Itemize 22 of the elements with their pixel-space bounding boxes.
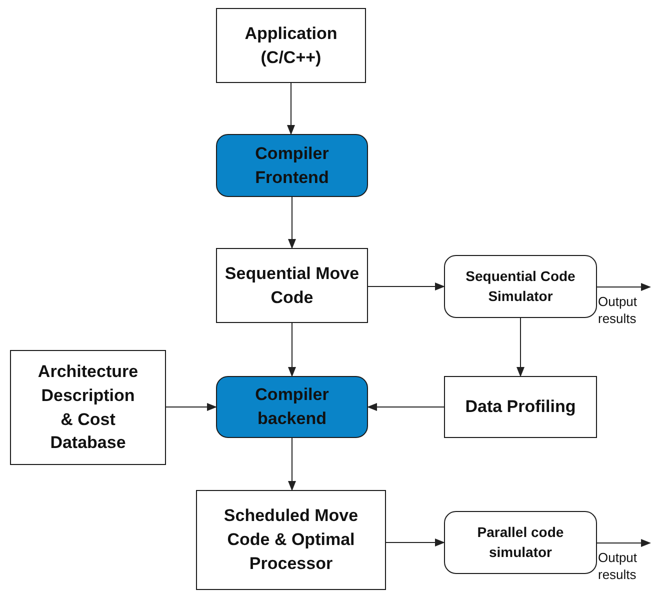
arrow bbox=[166, 403, 217, 411]
arrow bbox=[287, 82, 295, 135]
arrow bbox=[288, 322, 296, 377]
output-label: Output results bbox=[598, 550, 638, 584]
arrow bbox=[288, 196, 296, 249]
simulator-box: Parallel code simulator bbox=[444, 511, 597, 574]
arrow bbox=[596, 283, 651, 291]
arrow bbox=[367, 403, 444, 411]
data-box: Data Profiling bbox=[444, 376, 597, 438]
arrow bbox=[596, 539, 651, 547]
simulator-box: Sequential Code Simulator bbox=[444, 255, 597, 318]
data-box: Scheduled Move Code & Optimal Processor bbox=[196, 490, 386, 590]
arrow bbox=[368, 282, 445, 290]
output-label: Output results bbox=[598, 294, 638, 328]
data-box: Application (C/C++) bbox=[216, 8, 366, 83]
data-box: Architecture Description & Cost Database bbox=[10, 350, 166, 465]
data-box: Sequential Move Code bbox=[216, 248, 368, 323]
process-box: Compiler Frontend bbox=[216, 134, 368, 197]
arrow bbox=[516, 318, 524, 377]
process-box: Compiler backend bbox=[216, 376, 368, 438]
arrow bbox=[386, 538, 445, 546]
arrow bbox=[288, 438, 296, 491]
